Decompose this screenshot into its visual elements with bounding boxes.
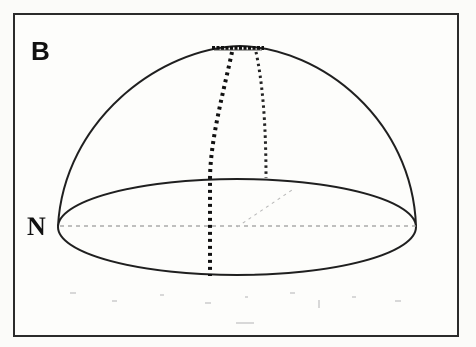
dome-outline — [58, 46, 416, 226]
panel-label: B — [31, 38, 50, 64]
point-n-label: N — [27, 214, 46, 240]
scan-noise — [70, 292, 401, 324]
radius-faint-line — [237, 190, 292, 227]
dotted-meridian-right — [256, 52, 266, 178]
dotted-meridian-left — [210, 52, 232, 276]
